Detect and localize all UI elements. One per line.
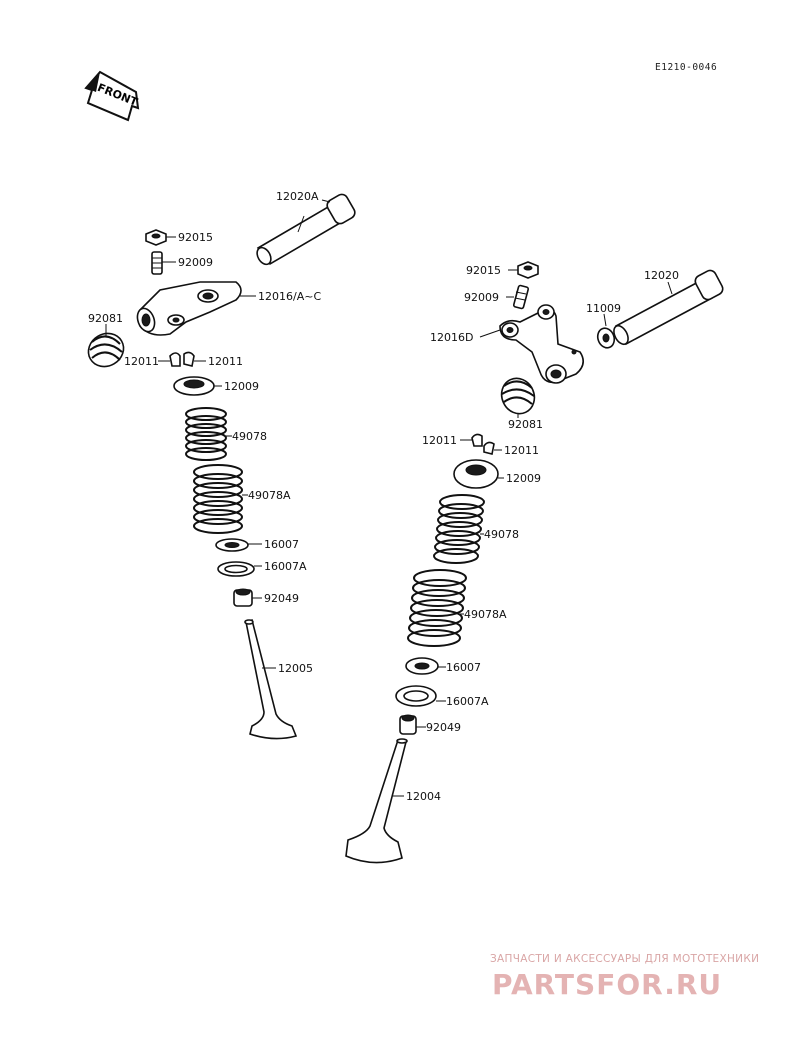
- label-right-nut: 92015: [466, 264, 501, 277]
- outer-spring-right: [407, 569, 467, 647]
- adjuster-screw-left: [151, 251, 163, 275]
- label-right-cotter-b: 12011: [504, 444, 539, 457]
- watermark-brand: PARTSFOR.RU: [492, 968, 722, 1001]
- label-right-seat-a: 16007A: [446, 695, 489, 708]
- spring-retainer-right: [453, 459, 499, 489]
- spring-retainer-left: [173, 376, 215, 396]
- label-right-washer: 11009: [586, 302, 621, 315]
- exhaust-valve-left: [244, 618, 298, 740]
- inner-spring-left: [185, 407, 227, 462]
- label-right-shaft: 12020: [644, 269, 679, 282]
- watermark-tagline: ЗАПЧАСТИ И АКСЕССУАРЫ ДЛЯ МОТОТЕХНИКИ: [490, 953, 759, 965]
- spring-seat-left: [215, 538, 249, 552]
- label-left-seat-a: 16007A: [264, 560, 307, 573]
- label-right-stem-seal: 92049: [426, 721, 461, 734]
- washer-right: [596, 327, 616, 349]
- front-arrow-icon: FRONT: [84, 70, 140, 122]
- adjuster-screw-right: [512, 284, 530, 310]
- left-assembly: 12020A 92015 92009 12016/A~C: [87, 190, 356, 740]
- stem-seal-left: [233, 588, 253, 607]
- label-left-valve: 12005: [278, 662, 313, 675]
- right-assembly: 92015 92009 12020 11009: [345, 261, 724, 864]
- label-left-spring-small: 92081: [88, 312, 123, 325]
- label-right-valve: 12004: [406, 790, 441, 803]
- label-left-nut: 92015: [178, 231, 213, 244]
- cotters-left: [169, 351, 195, 367]
- label-right-cotter-a: 12011: [422, 434, 457, 447]
- spring-seat-a-left: [217, 561, 255, 577]
- stem-seal-right: [399, 714, 417, 735]
- rocker-spring-left: [87, 332, 125, 368]
- inner-spring-right: [433, 494, 485, 564]
- outer-spring-left: [193, 464, 243, 534]
- rocker-arm-right: [499, 304, 584, 384]
- rocker-spring-right: [500, 377, 536, 415]
- label-right-rocker-arm: 12016D: [430, 331, 473, 344]
- nut-left: [145, 229, 167, 246]
- nut-right: [517, 261, 539, 279]
- spring-seat-right: [405, 657, 439, 675]
- intake-valve-right: [345, 738, 408, 864]
- label-right-spring-small: 92081: [508, 418, 543, 431]
- label-left-stem-seal: 92049: [264, 592, 299, 605]
- label-left-shaft: 12020A: [276, 190, 319, 203]
- label-right-inner-spring: 49078: [484, 528, 519, 541]
- label-right-adjuster: 92009: [464, 291, 499, 304]
- label-right-seat: 16007: [446, 661, 481, 674]
- label-left-adjuster: 92009: [178, 256, 213, 269]
- spring-seat-a-right: [395, 685, 437, 707]
- label-left-cotter-b: 12011: [208, 355, 243, 368]
- rocker-shaft-right: [613, 269, 724, 346]
- diagram-code: E1210-0046: [655, 62, 717, 73]
- watermark: ЗАПЧАСТИ И АКСЕССУАРЫ ДЛЯ МОТОТЕХНИКИ PA…: [490, 953, 759, 1001]
- rocker-arm-left: [136, 281, 242, 336]
- label-left-outer-spring: 49078A: [248, 489, 291, 502]
- rocker-shaft-left: [256, 193, 356, 266]
- label-right-retainer: 12009: [506, 472, 541, 485]
- cotters-right: [471, 433, 495, 455]
- label-right-outer-spring: 49078A: [464, 608, 507, 621]
- label-left-rocker-arm: 12016/A~C: [258, 290, 321, 303]
- label-left-inner-spring: 49078: [232, 430, 267, 443]
- label-left-retainer: 12009: [224, 380, 259, 393]
- label-left-cotter-a: 12011: [124, 355, 159, 368]
- label-left-seat: 16007: [264, 538, 299, 551]
